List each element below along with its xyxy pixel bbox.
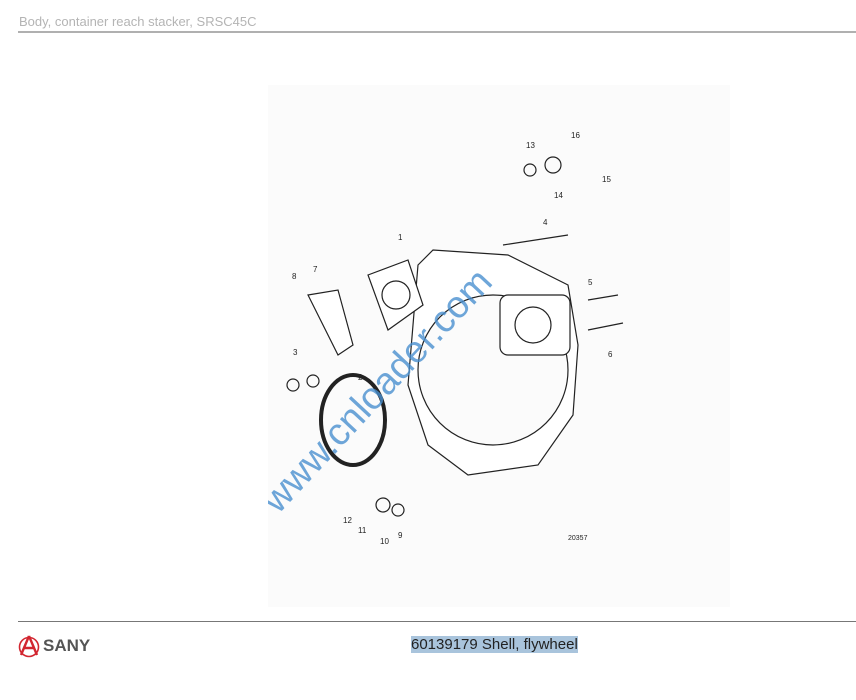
callout-14: 14 — [554, 191, 563, 200]
callout-2: 2 — [358, 373, 363, 382]
callout-3: 3 — [293, 348, 298, 357]
callout-10: 10 — [380, 537, 389, 546]
callout-13: 13 — [526, 141, 535, 150]
callout-12: 12 — [343, 516, 352, 525]
part-caption: 60139179 Shell, flywheel — [411, 636, 578, 653]
brand-name: SANY — [43, 636, 91, 655]
parts-diagram: 1 2 3 4 5 6 7 8 9 10 11 12 13 14 15 16 2… — [253, 85, 730, 607]
callout-11: 11 — [358, 526, 367, 535]
sany-logo: SANY — [18, 634, 90, 658]
callout-8: 8 — [292, 272, 297, 281]
callout-15: 15 — [602, 175, 611, 184]
sany-logo-icon — [18, 635, 40, 658]
callout-1: 1 — [398, 233, 403, 242]
page-header-title: Body, container reach stacker, SRSC45C — [19, 14, 257, 29]
header-divider — [18, 31, 856, 33]
footer-divider — [18, 621, 856, 622]
callout-7: 7 — [313, 265, 318, 274]
callout-4: 4 — [543, 218, 548, 227]
drawing-number: 20357 — [568, 535, 588, 542]
callout-6: 6 — [608, 350, 613, 359]
callout-5: 5 — [588, 278, 593, 287]
seal-ring — [319, 373, 387, 467]
callout-16: 16 — [571, 131, 580, 140]
callout-9: 9 — [398, 531, 403, 540]
